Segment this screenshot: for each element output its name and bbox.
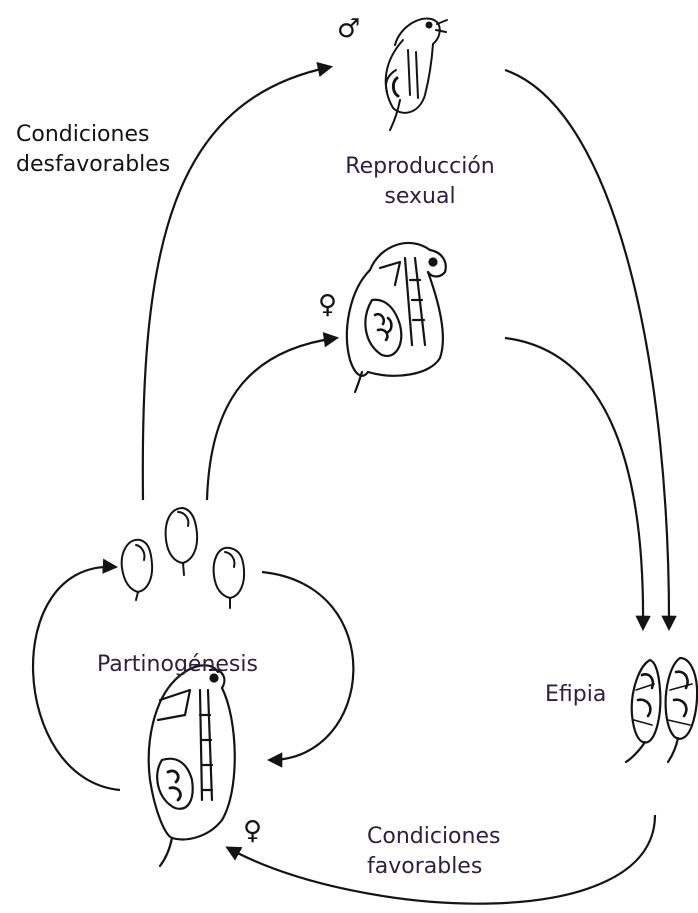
favorable-line-1: Condiciones	[367, 822, 500, 852]
parthenogenetic-female-daphnia-drawing	[149, 665, 235, 866]
ephippium-right	[666, 658, 697, 762]
male-daphnia-drawing	[386, 19, 447, 130]
favorable-conditions-label: Condiciones favorables	[367, 822, 500, 882]
female-symbol-parthenogenetic: ♀	[243, 818, 262, 844]
ephippia-drawing	[626, 658, 697, 762]
male-symbol: ♂	[337, 16, 360, 42]
sexual-line-1: Reproducción	[334, 152, 506, 182]
egg-right	[214, 548, 245, 608]
ephippium-label: Efipia	[545, 680, 606, 710]
female-symbol-sexual: ♀	[318, 292, 337, 318]
unfavorable-conditions-label: Condiciones desfavorables	[16, 120, 170, 180]
arrow-female-to-ephippium	[505, 338, 643, 628]
arrow-to-sexual-female	[207, 338, 336, 500]
egg-middle	[166, 508, 198, 575]
unfavorable-line-2: desfavorables	[16, 150, 170, 180]
sexual-line-2: sexual	[334, 182, 506, 212]
arrow-parthenogenesis-right-loop	[262, 572, 353, 760]
arrow-male-to-ephippium	[505, 70, 669, 628]
sexual-reproduction-label: Reproducción sexual	[334, 152, 506, 212]
arrow-to-male	[143, 67, 330, 500]
favorable-line-2: favorables	[367, 852, 500, 882]
ephippium-left	[626, 660, 660, 762]
unfavorable-line-1: Condiciones	[16, 120, 170, 150]
parthenogenetic-eggs	[122, 508, 244, 608]
sexual-female-daphnia-drawing	[347, 243, 446, 392]
egg-left	[122, 540, 152, 600]
parthenogenesis-label: Partinogénesis	[97, 650, 258, 680]
